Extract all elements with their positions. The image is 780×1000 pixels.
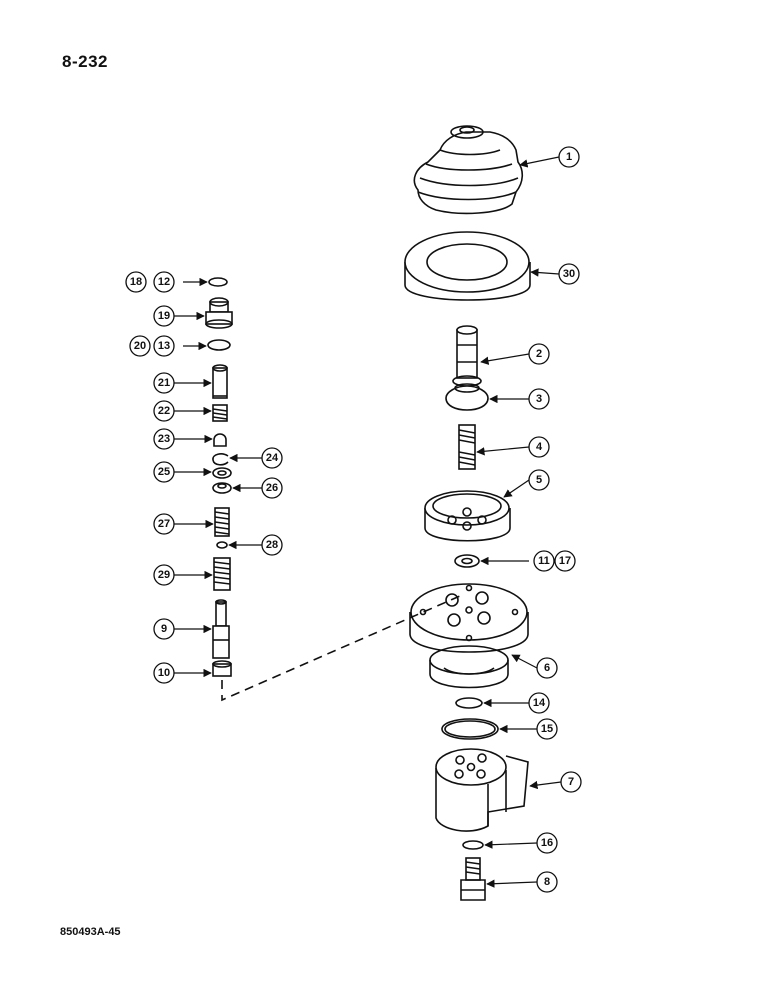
svg-text:22: 22 [158, 405, 170, 417]
spring-27-part [214, 507, 230, 537]
callout-28: 28 [261, 534, 283, 556]
seat-23-part [213, 433, 227, 447]
snap-ring-part [441, 718, 499, 740]
callout-20: 20 [129, 335, 151, 357]
svg-text:2: 2 [536, 348, 542, 360]
callout-16: 16 [536, 832, 558, 854]
callout-19: 19 [153, 305, 175, 327]
svg-text:3: 3 [536, 393, 542, 405]
clip-24-part [212, 453, 229, 466]
cap-part [445, 383, 489, 411]
callout-24: 24 [261, 447, 283, 469]
ball-28-part [216, 541, 228, 549]
washer-25-part [212, 467, 232, 479]
callout-25: 25 [153, 461, 175, 483]
svg-text:13: 13 [158, 340, 170, 352]
callout-23: 23 [153, 428, 175, 450]
callout-11: 11 [533, 550, 555, 572]
callout-30: 30 [558, 263, 580, 285]
callout-12: 12 [153, 271, 175, 293]
svg-text:4: 4 [536, 441, 543, 453]
callout-10: 10 [153, 662, 175, 684]
callout-29: 29 [153, 564, 175, 586]
svg-text:10: 10 [158, 667, 170, 679]
housing-part [435, 748, 529, 832]
ring-part [404, 231, 531, 301]
callout-15: 15 [536, 718, 558, 740]
svg-text:21: 21 [158, 377, 170, 389]
retainer-part [424, 490, 511, 542]
shaft-part [452, 325, 482, 387]
callout-18: 18 [125, 271, 147, 293]
svg-text:12: 12 [158, 276, 170, 288]
pin-21-part [212, 364, 228, 399]
svg-text:17: 17 [559, 555, 571, 567]
svg-text:6: 6 [544, 662, 550, 674]
assembly-dashed-line [221, 595, 461, 702]
stud-part [458, 424, 476, 470]
callout-27: 27 [153, 513, 175, 535]
callout-26: 26 [261, 477, 283, 499]
svg-text:18: 18 [130, 276, 142, 288]
guide-19-part [205, 297, 233, 329]
callout-14: 14 [528, 692, 550, 714]
svg-text:8: 8 [544, 876, 550, 888]
svg-text:25: 25 [158, 466, 170, 478]
svg-text:11: 11 [538, 555, 550, 567]
svg-text:20: 20 [134, 340, 146, 352]
callout-3: 3 [528, 388, 550, 410]
svg-text:24: 24 [266, 452, 279, 464]
svg-text:28: 28 [266, 539, 278, 551]
svg-text:5: 5 [536, 474, 542, 486]
callout-2: 2 [528, 343, 550, 365]
callout-4: 4 [528, 436, 550, 458]
page-number: 8-232 [62, 52, 108, 71]
body-part [409, 583, 529, 689]
spring-29-part [213, 557, 231, 591]
callout-8: 8 [536, 871, 558, 893]
callout-7: 7 [560, 771, 582, 793]
callout-5: 5 [528, 469, 550, 491]
svg-text:29: 29 [158, 569, 170, 581]
washer-part [454, 554, 480, 568]
retainer-26-part [212, 482, 232, 494]
seal-13-part [207, 339, 231, 351]
spool-9-part [212, 599, 230, 659]
callout-21: 21 [153, 372, 175, 394]
callout-13: 13 [153, 335, 175, 357]
svg-text:15: 15 [541, 723, 553, 735]
callout-6: 6 [536, 657, 558, 679]
leader-lines [174, 156, 562, 888]
svg-text:1: 1 [566, 151, 572, 163]
svg-text:16: 16 [541, 837, 553, 849]
spring-22-part [212, 404, 228, 422]
seal-12-part [208, 277, 228, 287]
callout-17: 17 [554, 550, 576, 572]
svg-text:26: 26 [266, 482, 278, 494]
svg-text:9: 9 [161, 623, 167, 635]
o-ring-small-part [455, 697, 483, 709]
plug-part [460, 857, 486, 901]
svg-text:14: 14 [533, 697, 546, 709]
svg-text:19: 19 [158, 310, 170, 322]
callout-1: 1 [558, 146, 580, 168]
svg-text:7: 7 [568, 776, 574, 788]
boot-part [413, 125, 524, 215]
figure-id: 850493A-45 [60, 926, 121, 938]
svg-text:27: 27 [158, 518, 170, 530]
callout-9: 9 [153, 618, 175, 640]
plug-10-part [212, 660, 232, 677]
callout-22: 22 [153, 400, 175, 422]
svg-text:30: 30 [563, 268, 575, 280]
svg-text:23: 23 [158, 433, 170, 445]
o-ring-lower-part [462, 840, 484, 850]
